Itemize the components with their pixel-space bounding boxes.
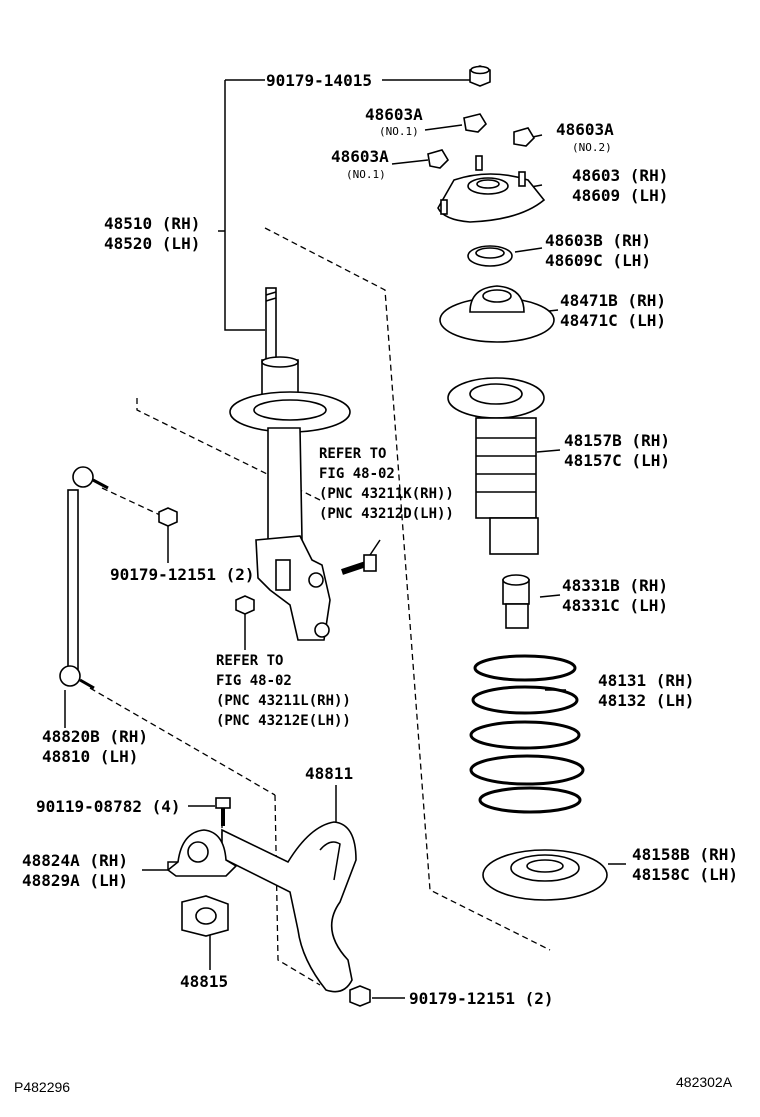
label-rebound-a3-sub: (NO.1) <box>346 168 386 181</box>
label-refer1-d: (PNC 43212D(LH)) <box>319 506 454 522</box>
upper-spring-seat-icon <box>439 285 555 343</box>
label-refer1-a: REFER TO <box>319 446 386 462</box>
part-labels: 90179-14015 48603A (NO.1) 48603A (NO.2) … <box>14 71 738 1095</box>
label-strut-lh: 48520 (LH) <box>104 234 200 253</box>
label-refer2-b: FIG 48-02 <box>216 673 292 689</box>
bearing-icon <box>467 245 513 267</box>
label-bumper-lh: 48331C (LH) <box>562 596 668 615</box>
rebound-stopper-icon <box>427 113 536 169</box>
label-bracket-lh: 48829A (LH) <box>22 871 128 890</box>
strut-upper-support-icon <box>437 155 546 223</box>
shock-absorber-icon <box>229 287 351 641</box>
label-bushing: 48815 <box>180 972 228 991</box>
label-upper-seat-lh: 48471C (LH) <box>560 311 666 330</box>
label-bumper-rh: 48331B (RH) <box>562 576 668 595</box>
stabilizer-bar-icon <box>221 821 357 993</box>
label-link-rh: 48820B (RH) <box>42 727 148 746</box>
label-support-lh: 48609 (LH) <box>572 186 668 205</box>
label-support-rh: 48603 (RH) <box>572 166 668 185</box>
stabilizer-bushing-icon <box>181 895 229 937</box>
label-boot-rh: 48157B (RH) <box>564 431 670 450</box>
label-rebound-a2-sub: (NO.2) <box>572 141 612 154</box>
bump-stopper-icon <box>502 574 530 629</box>
upper-nut-icon <box>469 65 491 87</box>
label-refer2-d: (PNC 43212E(LH)) <box>216 713 351 729</box>
label-refer2-c: (PNC 43211L(RH)) <box>216 693 351 709</box>
mounting-bolt-icon <box>215 797 231 826</box>
label-rebound-a3: 48603A <box>331 147 389 166</box>
label-nut-mid: 90179-12151 (2) <box>110 565 255 584</box>
label-nut-bottom: 90179-12151 (2) <box>409 989 554 1008</box>
coil-spring-icon <box>469 654 585 814</box>
label-bolt: 90119-08782 (4) <box>36 797 181 816</box>
lower-spring-seat-icon <box>482 849 608 901</box>
label-strut-rh: 48510 (RH) <box>104 214 200 233</box>
label-refer2-a: REFER TO <box>216 653 283 669</box>
label-bearing-lh: 48609C (LH) <box>545 251 651 270</box>
label-spring-rh: 48131 (RH) <box>598 671 694 690</box>
stabilizer-link-icon <box>59 466 109 690</box>
dust-boot-icon <box>447 377 545 555</box>
illustration-code-right: 482302A <box>676 1074 733 1090</box>
label-rebound-a2: 48603A <box>556 120 614 139</box>
label-rebound-a1: 48603A <box>365 105 423 124</box>
label-refer1-c: (PNC 43211K(RH)) <box>319 486 454 502</box>
label-spring-lh: 48132 (LH) <box>598 691 694 710</box>
nut-icon <box>158 507 371 1007</box>
label-stabilizer: 48811 <box>305 764 353 783</box>
bushing-bracket-icon <box>166 829 238 877</box>
label-lower-seat-rh: 48158B (RH) <box>632 845 738 864</box>
label-lower-seat-lh: 48158C (LH) <box>632 865 738 884</box>
label-link-lh: 48810 (LH) <box>42 747 138 766</box>
label-rebound-a1-sub: (NO.1) <box>379 125 419 138</box>
label-boot-lh: 48157C (LH) <box>564 451 670 470</box>
illustration-code-left: P482296 <box>14 1079 70 1095</box>
label-bracket-rh: 48824A (RH) <box>22 851 128 870</box>
label-refer1-b: FIG 48-02 <box>319 466 395 482</box>
label-upper-seat-rh: 48471B (RH) <box>560 291 666 310</box>
label-nut-top: 90179-14015 <box>266 71 372 90</box>
label-bearing-rh: 48603B (RH) <box>545 231 651 250</box>
strut-bolt-icon <box>341 539 381 575</box>
